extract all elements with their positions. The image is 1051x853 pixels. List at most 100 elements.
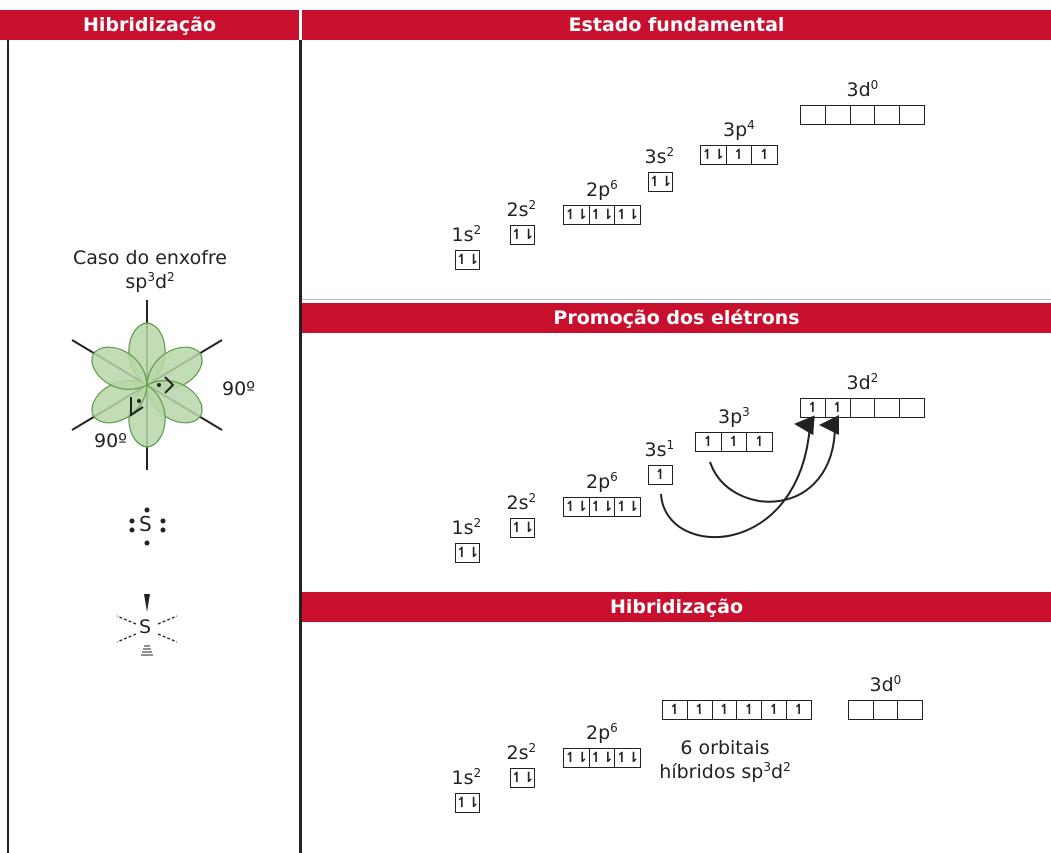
orbital-box-promocao-3d: ↿↿ — [800, 398, 925, 418]
angle-marker-right — [164, 376, 175, 394]
orbital-cell: ↿ — [824, 399, 850, 417]
orbital-box-estado-fundamental-3d — [800, 105, 925, 125]
header-promocao: Promoção dos elétrons — [302, 303, 1051, 333]
orbital-box-promocao-3s: ↿ — [648, 465, 673, 485]
orbital-cell: ↿⇂ — [588, 749, 614, 767]
case-title-line1: Caso do enxofre — [73, 247, 227, 269]
octahedral-orbital-diagram — [71, 300, 223, 470]
header-hibridizacao-column: Hibridização — [0, 10, 299, 40]
orbital-box-hibridizacao-2p: ↿⇂↿⇂↿⇂ — [563, 748, 641, 768]
orbital-cell: ↿⇂ — [614, 206, 640, 224]
orbital-label-estado-fundamental-3s: 3s2 — [644, 145, 675, 168]
orbital-cell: ↿ — [736, 701, 761, 719]
orbital-cell — [801, 106, 825, 124]
orbital-cell — [899, 399, 924, 417]
header-promocao-label: Promoção dos elétrons — [553, 307, 800, 329]
orbital-label-estado-fundamental-3d: 3d0 — [846, 78, 879, 101]
wedge-bonds — [116, 594, 178, 656]
orbital-label-estado-fundamental-2s: 2s2 — [506, 198, 537, 221]
header-estado-fundamental: Estado fundamental — [302, 10, 1051, 40]
orbital-cell: ↿⇂ — [564, 750, 589, 766]
orbital-cell: ↿ — [751, 146, 777, 164]
orbital-cell — [899, 106, 924, 124]
header-hibridizacao-label: Hibridização — [82, 14, 217, 36]
orbital-lobe — [91, 346, 148, 390]
orbital-cell: ↿⇂ — [456, 795, 480, 811]
orbital-cell: ↿⇂ — [564, 499, 589, 515]
orbital-box-hibridizacao-2s: ↿⇂ — [510, 768, 535, 788]
orbital-box-estado-fundamental-1s: ↿⇂ — [455, 250, 480, 270]
orbital-cell: ↿ — [725, 146, 752, 164]
orbital-label-promocao-3p: 3p3 — [718, 405, 750, 428]
wedge-structure: S — [112, 590, 182, 660]
orbital-label-promocao-3d: 3d2 — [846, 371, 879, 394]
lewis-electron-dots — [129, 507, 166, 546]
orbital-label-hibridizacao-2p: 2p6 — [586, 721, 618, 744]
orbital-cell — [872, 701, 898, 719]
orbital-box-estado-fundamental-2s: ↿⇂ — [510, 225, 535, 245]
orbital-label-promocao-1s: 1s2 — [451, 516, 482, 539]
orbital-cell: ↿⇂ — [614, 749, 640, 767]
orbital-box-hibridizacao-3d — [848, 700, 923, 720]
hybrid-label: 6 orbitais híbridos sp3d2 — [650, 737, 800, 784]
orbital-box-promocao-1s: ↿⇂ — [455, 543, 480, 563]
case-title: Caso do enxofre sp3d2 — [40, 247, 260, 294]
angle-dot — [157, 383, 161, 387]
header-hibridizacao-section-label: Hibridização — [609, 596, 744, 618]
orbital-label-estado-fundamental-2p: 2p6 — [586, 178, 618, 201]
section-divider-1 — [302, 299, 1051, 300]
orbital-label-hibridizacao-1s: 1s2 — [451, 766, 482, 789]
header-estado-fundamental-label: Estado fundamental — [568, 14, 785, 36]
orbital-cell: ↿ — [807, 400, 819, 416]
orbital-cell — [874, 106, 899, 124]
orbital-cell: ↿ — [654, 467, 667, 483]
hybrid-label-line2: híbridos sp3d2 — [659, 759, 791, 783]
case-title-line2: sp3d2 — [125, 269, 175, 293]
orbital-label-hibridizacao-2s: 2s2 — [506, 741, 537, 764]
orbital-label-promocao-3s: 3s1 — [644, 438, 675, 461]
angle-label-left: 90º — [94, 430, 128, 452]
orbital-cell — [849, 399, 875, 417]
orbital-cell: ↿⇂ — [456, 252, 480, 268]
orbital-cell — [874, 399, 899, 417]
orbital-label-estado-fundamental-3p: 3p4 — [723, 118, 755, 141]
orbital-label-promocao-2s: 2s2 — [506, 491, 537, 514]
orbital-cell: ↿⇂ — [511, 520, 535, 536]
orbital-label-hibridizacao-3d: 3d0 — [869, 673, 902, 696]
orbital-box-promocao-3p: ↿↿↿ — [695, 432, 773, 452]
hybrid-label-line1: 6 orbitais — [680, 737, 770, 759]
orbital-cell — [849, 701, 873, 719]
orbital-cell: ↿⇂ — [511, 770, 535, 786]
orbital-cell: ↿ — [761, 701, 786, 719]
orbital-cell: ↿⇂ — [511, 227, 535, 243]
orbital-label-estado-fundamental-1s: 1s2 — [451, 223, 482, 246]
orbital-cell: ↿⇂ — [588, 206, 614, 224]
orbital-cell: ↿⇂ — [614, 498, 640, 516]
orbital-cell — [849, 106, 875, 124]
orbital-cell — [897, 701, 922, 719]
orbital-cell: ↿ — [711, 701, 737, 719]
wedge-symbol: S — [139, 616, 152, 638]
orbital-box-promocao-2s: ↿⇂ — [510, 518, 535, 538]
orbital-cell: ↿⇂ — [456, 545, 480, 561]
orbital-label-promocao-2p: 2p6 — [586, 470, 618, 493]
orbital-cell: ↿ — [686, 701, 712, 719]
angle-dot — [137, 399, 141, 403]
orbital-box-estado-fundamental-2p: ↿⇂↿⇂↿⇂ — [563, 205, 641, 225]
orbital-cell: ↿⇂ — [564, 207, 589, 223]
header-hibridizacao-section: Hibridização — [302, 592, 1051, 622]
lewis-structure: S — [120, 505, 174, 546]
orbital-cell: ↿ — [702, 434, 715, 450]
orbital-box-hibridizacao-hybrid: ↿↿↿↿↿↿ — [662, 700, 812, 720]
orbital-cell — [824, 106, 850, 124]
orbital-cell: ↿ — [786, 701, 811, 719]
orbital-cell: ↿⇂ — [588, 498, 614, 516]
lewis-symbol: S — [139, 512, 152, 536]
orbital-cell: ↿ — [746, 433, 772, 451]
orbital-box-hibridizacao-1s: ↿⇂ — [455, 793, 480, 813]
angle-label-right: 90º — [222, 378, 256, 400]
orbital-cell: ↿ — [669, 702, 681, 718]
angle-marker-left — [130, 397, 144, 417]
orbital-cell: ↿⇂ — [701, 147, 726, 163]
